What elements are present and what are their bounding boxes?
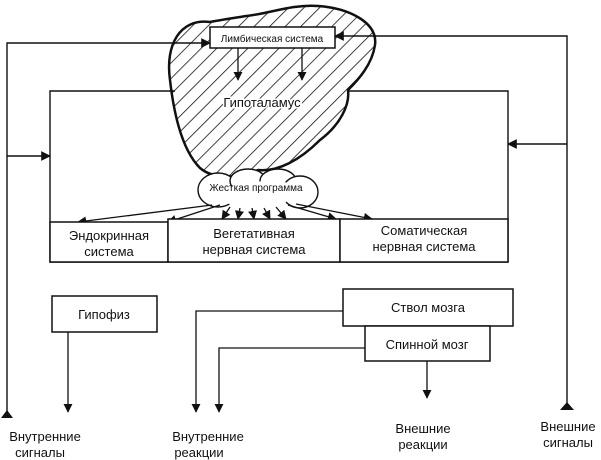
external-signals-sensor bbox=[560, 402, 574, 410]
internal-signals-sensor bbox=[1, 410, 13, 418]
limbic-system-label: Лимбическая система bbox=[221, 33, 324, 45]
external-signals-label-2: сигналы bbox=[543, 435, 593, 450]
external-reactions-label-2: реакции bbox=[398, 437, 447, 452]
somatic-label-1: Соматическая bbox=[381, 223, 467, 238]
spinal-cord-label: Спинной мозг bbox=[386, 337, 469, 352]
internal-signals-label-2: сигналы bbox=[15, 445, 65, 460]
endocrine-label-2: система bbox=[84, 244, 134, 259]
vegetative-label-2: нервная система bbox=[202, 242, 306, 257]
external-signals-label-1: Внешние bbox=[540, 419, 595, 434]
internal-reactions-label-1: Внутренние bbox=[172, 429, 244, 444]
endocrine-label-1: Эндокринная bbox=[69, 228, 149, 243]
program-output-arrows bbox=[77, 203, 373, 226]
somatic-label-2: нервная система bbox=[372, 239, 476, 254]
hard-program-cloud bbox=[197, 168, 319, 209]
internal-signals-label-1: Внутренние bbox=[9, 429, 81, 444]
internal-reactions-label-2: реакции bbox=[174, 445, 223, 460]
internal-signals-line bbox=[6, 38, 211, 413]
pituitary-label: Гипофиз bbox=[78, 307, 130, 322]
brainstem-label: Ствол мозга bbox=[391, 300, 466, 315]
hard-program-label: Жесткая программа bbox=[209, 183, 303, 194]
somatic-box bbox=[339, 218, 509, 263]
external-reactions-label-1: Внешние bbox=[395, 421, 450, 436]
spinal-to-internal-reactions bbox=[214, 347, 365, 413]
pituitary-box bbox=[51, 295, 158, 333]
spinal-cord-box bbox=[364, 325, 491, 362]
external-signals-line bbox=[334, 31, 568, 405]
hypothalamus-label: Гипоталамус bbox=[223, 95, 301, 110]
brainstem-to-internal-reactions bbox=[191, 310, 343, 413]
vegetative-label-1: Вегетативная bbox=[213, 226, 294, 241]
